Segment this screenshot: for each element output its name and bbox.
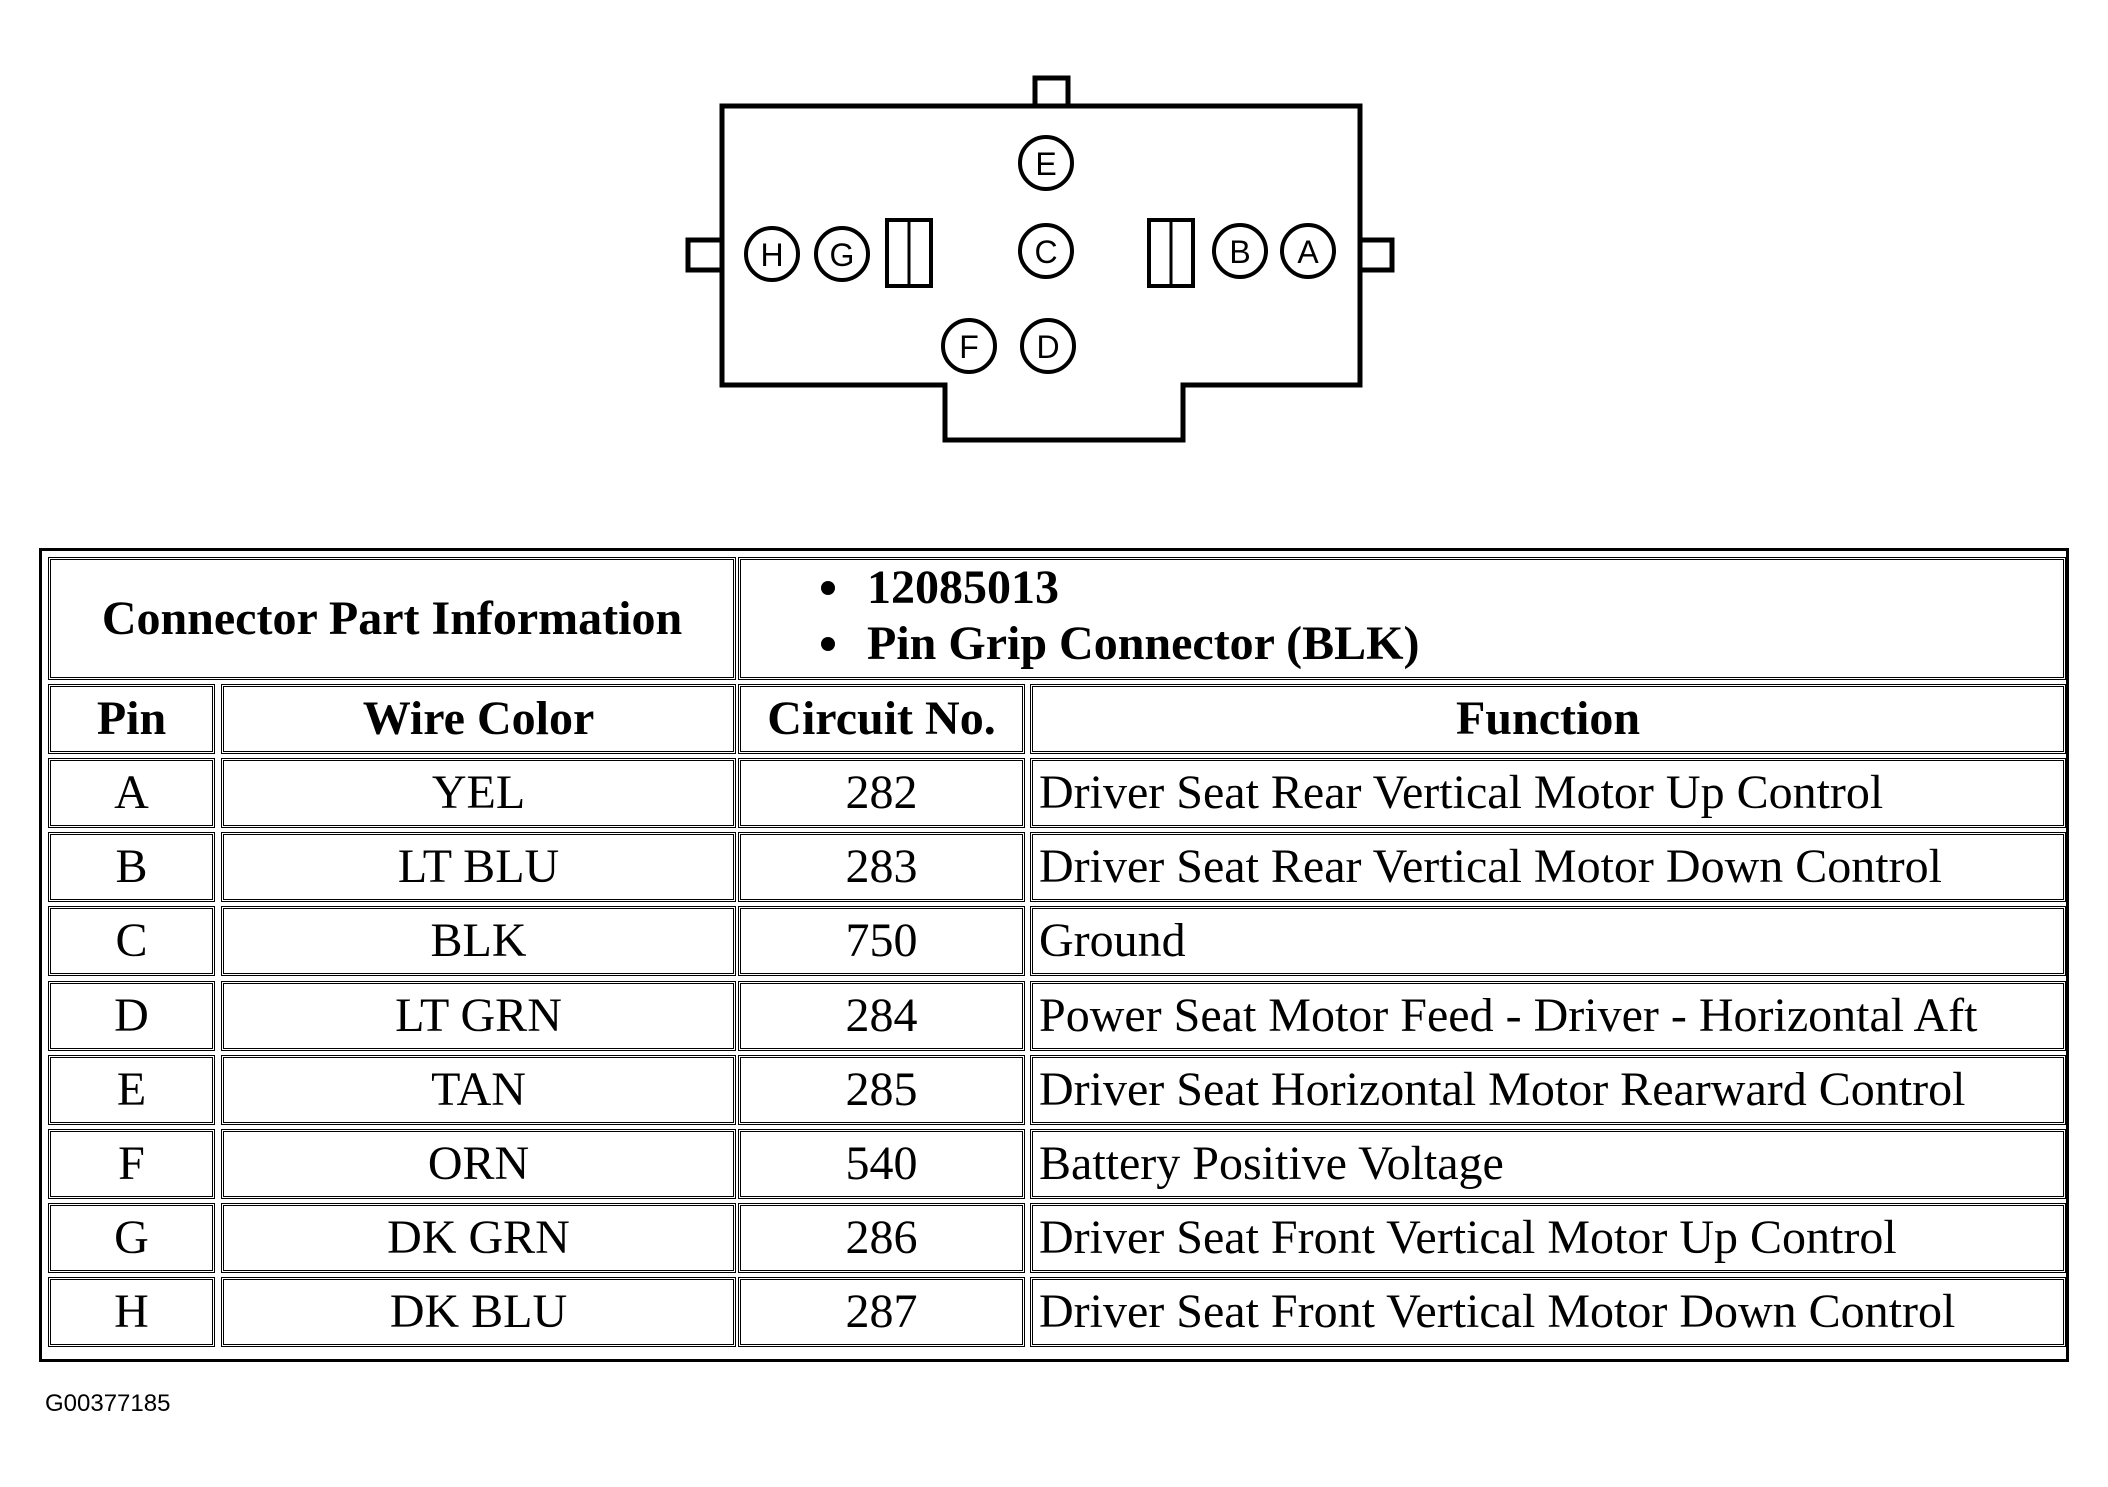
circuit-cell: 540 [738, 1129, 1025, 1199]
circuit-cell: 282 [738, 758, 1025, 828]
pin-label-c: C [1034, 234, 1057, 270]
circuit-cell: 283 [738, 832, 1025, 902]
part-info-values: 12085013 Pin Grip Connector (BLK) [738, 557, 2066, 680]
header-wire-color: Wire Color [221, 684, 736, 754]
connector-face-diagram: E H G C B A F D [685, 75, 1395, 443]
pin-cell: F [48, 1129, 215, 1199]
connector-type: Pin Grip Connector (BLK) [867, 617, 1420, 670]
bullet-icon [821, 637, 835, 651]
function-cell: Driver Seat Front Vertical Motor Down Co… [1030, 1277, 2066, 1347]
connector-body-outline [719, 103, 1363, 443]
pin-label-g: G [830, 237, 855, 273]
wire-color-cell: TAN [221, 1055, 736, 1125]
pin-circle-h [744, 226, 800, 282]
pin-label-a: A [1297, 234, 1319, 270]
circuit-cell: 287 [738, 1277, 1025, 1347]
circuit-cell: 285 [738, 1055, 1025, 1125]
pin-circle-f [941, 318, 997, 374]
function-cell: Driver Seat Front Vertical Motor Up Cont… [1030, 1203, 2066, 1273]
figure-id: G00377185 [45, 1390, 171, 1417]
connector-table: Connector Part Information 12085013 Pin … [39, 548, 2069, 1362]
pin-cell: H [48, 1277, 215, 1347]
wire-color-cell: BLK [221, 906, 736, 976]
circuit-cell: 286 [738, 1203, 1025, 1273]
pin-label-f: F [959, 329, 979, 365]
pin-cell: D [48, 981, 215, 1051]
pin-cell: B [48, 832, 215, 902]
header-circuit-no: Circuit No. [738, 684, 1025, 754]
wire-color-cell: ORN [221, 1129, 736, 1199]
part-number-line: 12085013 [821, 564, 1059, 612]
pin-circle-g [814, 226, 870, 282]
connector-type-line: Pin Grip Connector (BLK) [821, 620, 1419, 668]
pin-label-h: H [760, 237, 783, 273]
pin-cell: A [48, 758, 215, 828]
function-cell: Power Seat Motor Feed - Driver - Horizon… [1030, 981, 2066, 1051]
header-function: Function [1030, 684, 2066, 754]
pin-label-d: D [1036, 329, 1059, 365]
function-cell: Battery Positive Voltage [1030, 1129, 2066, 1199]
wire-color-cell: DK GRN [221, 1203, 736, 1273]
top-latch-tab [1032, 75, 1071, 106]
pin-circle-d [1020, 318, 1076, 374]
wire-color-cell: LT BLU [221, 832, 736, 902]
pin-circle-a [1280, 223, 1336, 279]
function-cell: Driver Seat Horizontal Motor Rearward Co… [1030, 1055, 2066, 1125]
right-side-tab [1360, 237, 1395, 273]
pin-label-e: E [1035, 146, 1056, 182]
part-info-label: Connector Part Information [48, 557, 736, 680]
wire-color-cell: YEL [221, 758, 736, 828]
pin-cell: C [48, 906, 215, 976]
wire-color-cell: LT GRN [221, 981, 736, 1051]
bullet-icon [821, 581, 835, 595]
left-side-tab [685, 237, 722, 273]
header-pin: Pin [48, 684, 215, 754]
function-cell: Driver Seat Rear Vertical Motor Up Contr… [1030, 758, 2066, 828]
circuit-cell: 284 [738, 981, 1025, 1051]
pin-circle-c [1018, 223, 1074, 279]
pin-label-b: B [1229, 234, 1250, 270]
pin-cell: E [48, 1055, 215, 1125]
function-cell: Driver Seat Rear Vertical Motor Down Con… [1030, 832, 2066, 902]
pin-cell: G [48, 1203, 215, 1273]
pin-circle-e [1018, 135, 1074, 191]
circuit-cell: 750 [738, 906, 1025, 976]
function-cell: Ground [1030, 906, 2066, 976]
part-number: 12085013 [867, 561, 1059, 614]
pin-circle-b [1212, 223, 1268, 279]
wire-color-cell: DK BLU [221, 1277, 736, 1347]
